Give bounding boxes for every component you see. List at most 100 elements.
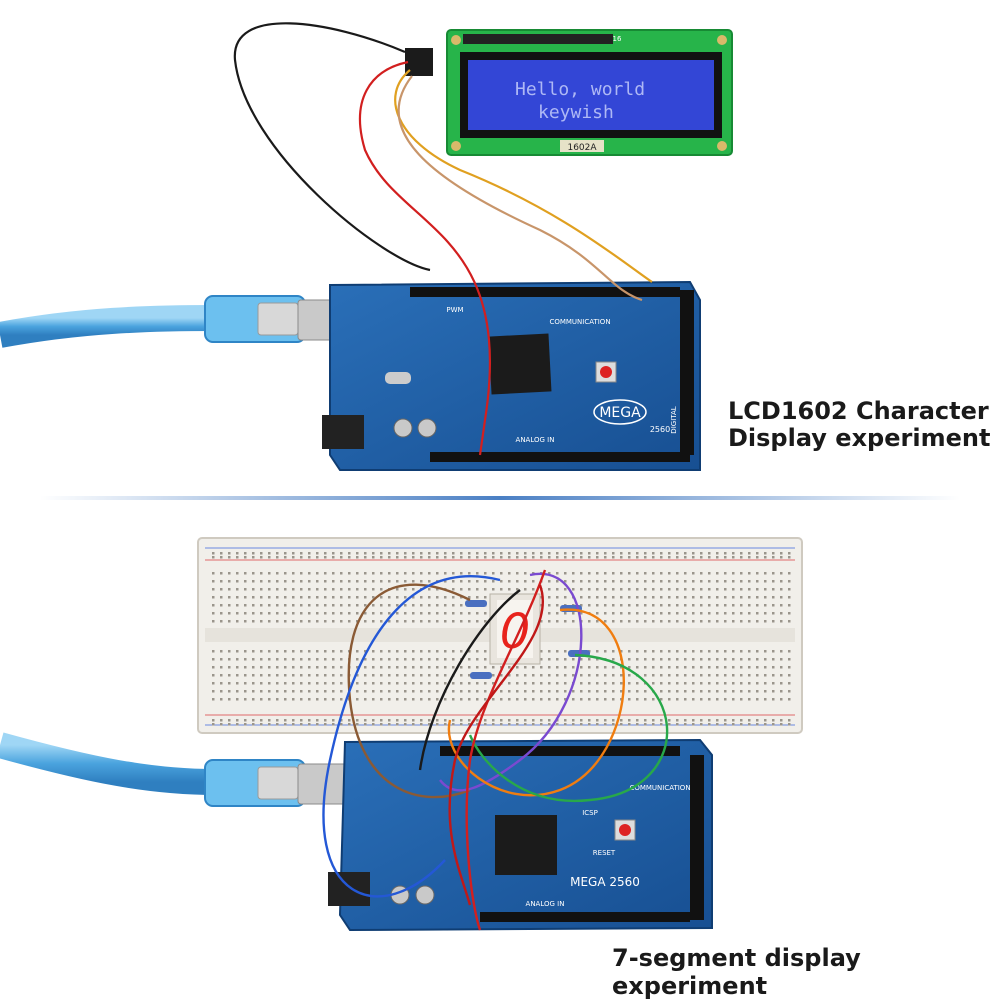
breadboard-hole (324, 682, 327, 685)
breadboard-hole (700, 666, 703, 669)
breadboard-hole (628, 552, 631, 555)
breadboard-hole (364, 572, 367, 575)
breadboard-hole (524, 690, 527, 693)
breadboard-hole (388, 556, 391, 559)
breadboard-hole (228, 674, 231, 677)
breadboard-hole (548, 620, 551, 623)
breadboard-hole (684, 580, 687, 583)
breadboard-hole (300, 650, 303, 653)
breadboard-hole (764, 666, 767, 669)
breadboard-hole (276, 552, 279, 555)
breadboard-hole (228, 723, 231, 726)
breadboard-hole (580, 674, 583, 677)
breadboard-hole (724, 596, 727, 599)
breadboard-hole (380, 682, 383, 685)
breadboard-hole (260, 588, 263, 591)
breadboard-hole (716, 690, 719, 693)
breadboard-hole (372, 682, 375, 685)
breadboard-hole (604, 588, 607, 591)
breadboard-hole (228, 612, 231, 615)
breadboard-hole (748, 650, 751, 653)
breadboard-hole (244, 620, 247, 623)
breadboard-hole (212, 723, 215, 726)
breadboard-hole (612, 604, 615, 607)
breadboard-hole (604, 556, 607, 559)
breadboard-hole (684, 666, 687, 669)
breadboard-hole (652, 552, 655, 555)
breadboard-hole (676, 580, 679, 583)
breadboard-hole (444, 596, 447, 599)
breadboard-hole (772, 556, 775, 559)
breadboard-hole (540, 674, 543, 677)
breadboard-hole (500, 719, 503, 722)
breadboard-hole (268, 612, 271, 615)
breadboard-hole (332, 698, 335, 701)
breadboard-hole (260, 690, 263, 693)
breadboard-hole (220, 719, 223, 722)
breadboard-hole (316, 723, 319, 726)
arduino-mega-board-bottom: MEGA 2560 COMMUNICATION ANALOG IN RESET … (328, 738, 713, 932)
breadboard-hole (740, 698, 743, 701)
breadboard-hole (220, 556, 223, 559)
breadboard-hole (276, 719, 279, 722)
breadboard-hole (572, 723, 575, 726)
breadboard-hole (596, 719, 599, 722)
breadboard-hole (340, 666, 343, 669)
breadboard-hole (508, 572, 511, 575)
breadboard-hole (780, 650, 783, 653)
breadboard-hole (748, 674, 751, 677)
breadboard-hole (780, 612, 783, 615)
breadboard-hole (404, 650, 407, 653)
breadboard-hole (708, 719, 711, 722)
breadboard-hole (428, 596, 431, 599)
breadboard-hole (348, 723, 351, 726)
breadboard-hole (684, 674, 687, 677)
breadboard-hole (628, 666, 631, 669)
breadboard-hole (364, 552, 367, 555)
breadboard-hole (420, 552, 423, 555)
breadboard-hole (724, 552, 727, 555)
breadboard-hole (308, 556, 311, 559)
breadboard-hole (396, 723, 399, 726)
breadboard-hole (468, 588, 471, 591)
breadboard-hole (220, 572, 223, 575)
breadboard-hole (244, 719, 247, 722)
breadboard-hole (300, 604, 303, 607)
breadboard-hole (300, 723, 303, 726)
breadboard-hole (508, 674, 511, 677)
jumper-wires-bottom (322, 569, 669, 931)
breadboard-hole (492, 556, 495, 559)
breadboard-hole (628, 690, 631, 693)
breadboard-hole (252, 690, 255, 693)
breadboard-hole (372, 580, 375, 583)
breadboard-hole (372, 596, 375, 599)
breadboard-hole (292, 719, 295, 722)
breadboard-hole (324, 604, 327, 607)
breadboard-hole (452, 698, 455, 701)
breadboard-hole (668, 682, 671, 685)
breadboard-hole (300, 556, 303, 559)
breadboard-hole (516, 723, 519, 726)
breadboard-hole (588, 719, 591, 722)
breadboard-hole (516, 580, 519, 583)
breadboard-hole (308, 588, 311, 591)
breadboard-hole (300, 588, 303, 591)
breadboard-hole (756, 612, 759, 615)
breadboard-hole (308, 572, 311, 575)
breadboard-hole (348, 588, 351, 591)
breadboard-hole (708, 682, 711, 685)
breadboard-hole (484, 723, 487, 726)
breadboard-hole (588, 596, 591, 599)
breadboard-hole (460, 552, 463, 555)
breadboard-hole (252, 620, 255, 623)
breadboard-hole (628, 723, 631, 726)
breadboard-hole (260, 612, 263, 615)
breadboard-hole (460, 682, 463, 685)
breadboard-hole (428, 620, 431, 623)
breadboard-hole (692, 588, 695, 591)
breadboard-hole (788, 674, 791, 677)
breadboard-hole (364, 580, 367, 583)
breadboard-hole (404, 658, 407, 661)
breadboard-hole (612, 690, 615, 693)
breadboard-hole (268, 666, 271, 669)
